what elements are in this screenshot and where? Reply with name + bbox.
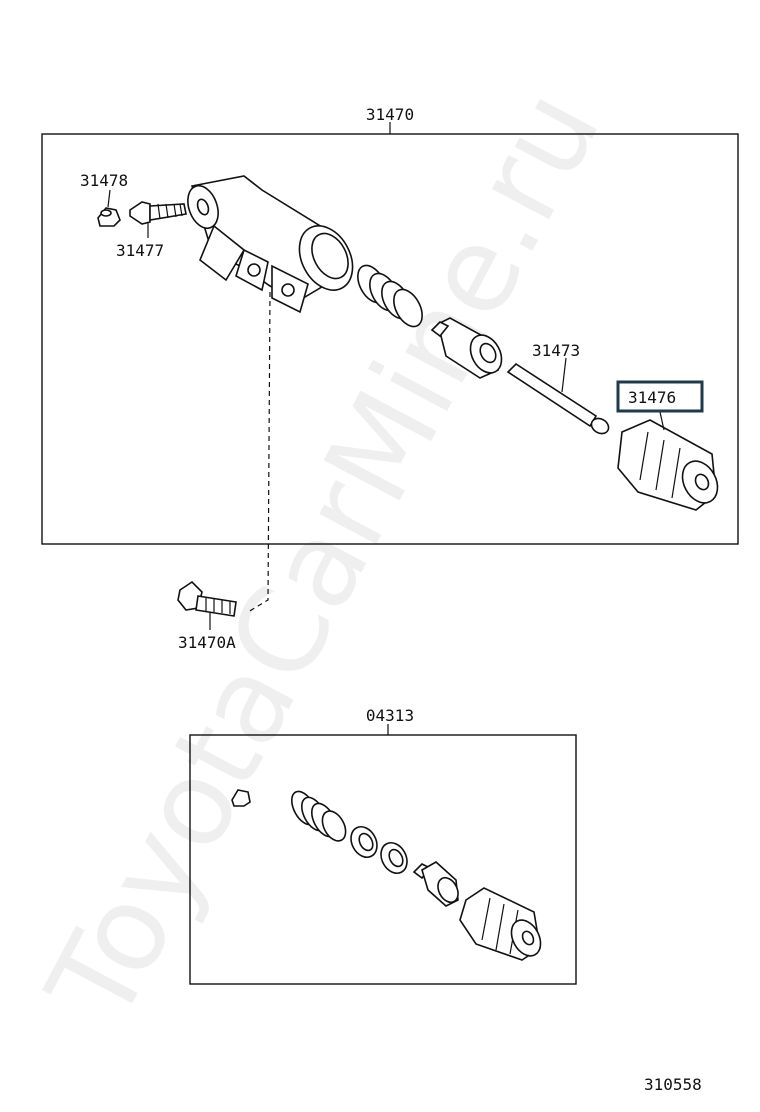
kit-cap-icon[interactable]: [231, 789, 251, 807]
part-label-31470A[interactable]: 31470A: [178, 633, 236, 652]
bleeder-screw-icon[interactable]: [129, 201, 187, 225]
assembly-04313-label[interactable]: 04313: [366, 706, 414, 725]
part-label-31473[interactable]: 31473: [532, 341, 580, 360]
kit-piston-icon[interactable]: [412, 861, 462, 907]
assembly-04313-group: 04313: [189, 706, 577, 985]
kit-seal-ring-1-icon[interactable]: [346, 822, 382, 862]
cap-icon[interactable]: [97, 207, 121, 227]
piston-icon[interactable]: [430, 317, 508, 379]
assembly-31470-label[interactable]: 31470: [366, 105, 414, 124]
spring-icon[interactable]: [352, 261, 428, 332]
boot-icon[interactable]: [617, 419, 724, 511]
push-rod-icon[interactable]: [506, 362, 611, 437]
kit-spring-icon[interactable]: [287, 787, 351, 844]
dashed-leader: [247, 291, 271, 613]
assembly-31470-group: 31470: [41, 105, 739, 545]
bolt-icon[interactable]: [177, 580, 237, 617]
assembly-04313-box: [189, 734, 577, 985]
part-label-31476[interactable]: 31476: [628, 388, 676, 407]
diagram-id: 310558: [644, 1075, 702, 1094]
highlight-box-31476: [616, 380, 704, 413]
kit-boot-icon[interactable]: [459, 887, 546, 961]
cylinder-body-icon[interactable]: [182, 175, 363, 314]
kit-seal-ring-2-icon[interactable]: [376, 838, 412, 878]
part-label-31477[interactable]: 31477: [116, 241, 164, 260]
part-label-31478[interactable]: 31478: [80, 171, 128, 190]
